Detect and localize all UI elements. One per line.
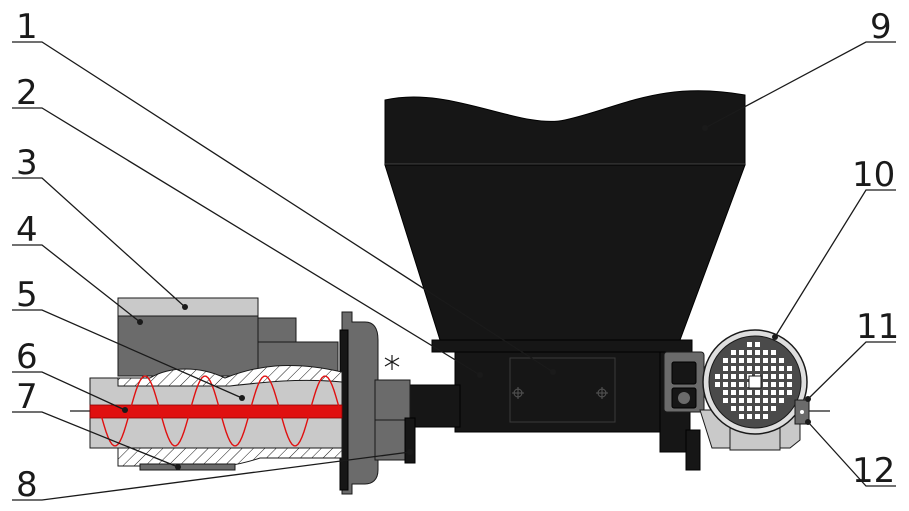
fuel-hopper	[384, 90, 746, 353]
label-1: 1	[16, 7, 38, 47]
label-12: 12	[852, 451, 895, 491]
label-10: 10	[852, 155, 895, 195]
label-8: 8	[16, 465, 38, 505]
label-5: 5	[16, 275, 38, 315]
part-labels: 1 2 3 4 5 6 7 8 9 10 11 12	[16, 7, 899, 505]
drive-unit	[663, 329, 810, 451]
leader-lines	[12, 41, 896, 501]
label-6: 6	[16, 337, 38, 377]
burner-assembly	[89, 297, 416, 495]
label-4: 4	[16, 210, 38, 250]
label-11: 11	[856, 307, 899, 347]
label-2: 2	[16, 73, 38, 113]
auger-housing	[404, 351, 701, 471]
label-3: 3	[16, 143, 38, 183]
label-7: 7	[16, 377, 38, 417]
label-9: 9	[870, 7, 892, 47]
